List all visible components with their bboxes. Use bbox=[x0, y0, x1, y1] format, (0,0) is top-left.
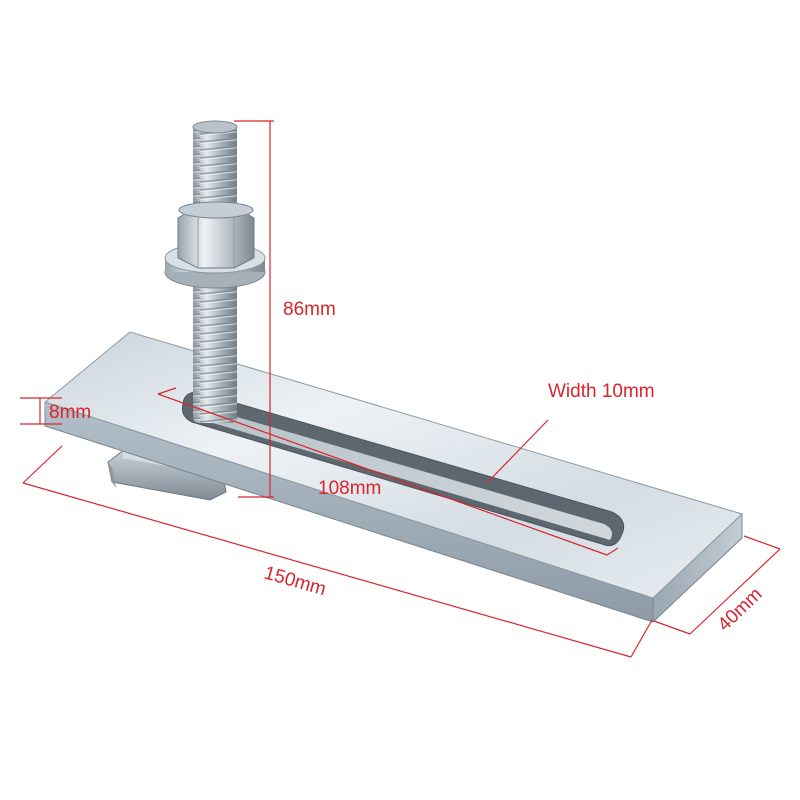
dimension-lines bbox=[20, 120, 781, 658]
thickness-label: 8mm bbox=[49, 402, 91, 423]
slot bbox=[181, 391, 625, 547]
length-label: 150mm bbox=[262, 563, 329, 601]
slot-width-label: Width 10mm bbox=[548, 381, 655, 402]
width-label: 40mm bbox=[714, 584, 767, 636]
height-label: 86mm bbox=[283, 299, 336, 320]
slot-length-label: 108mm bbox=[318, 478, 381, 499]
hex-nut bbox=[164, 201, 266, 289]
